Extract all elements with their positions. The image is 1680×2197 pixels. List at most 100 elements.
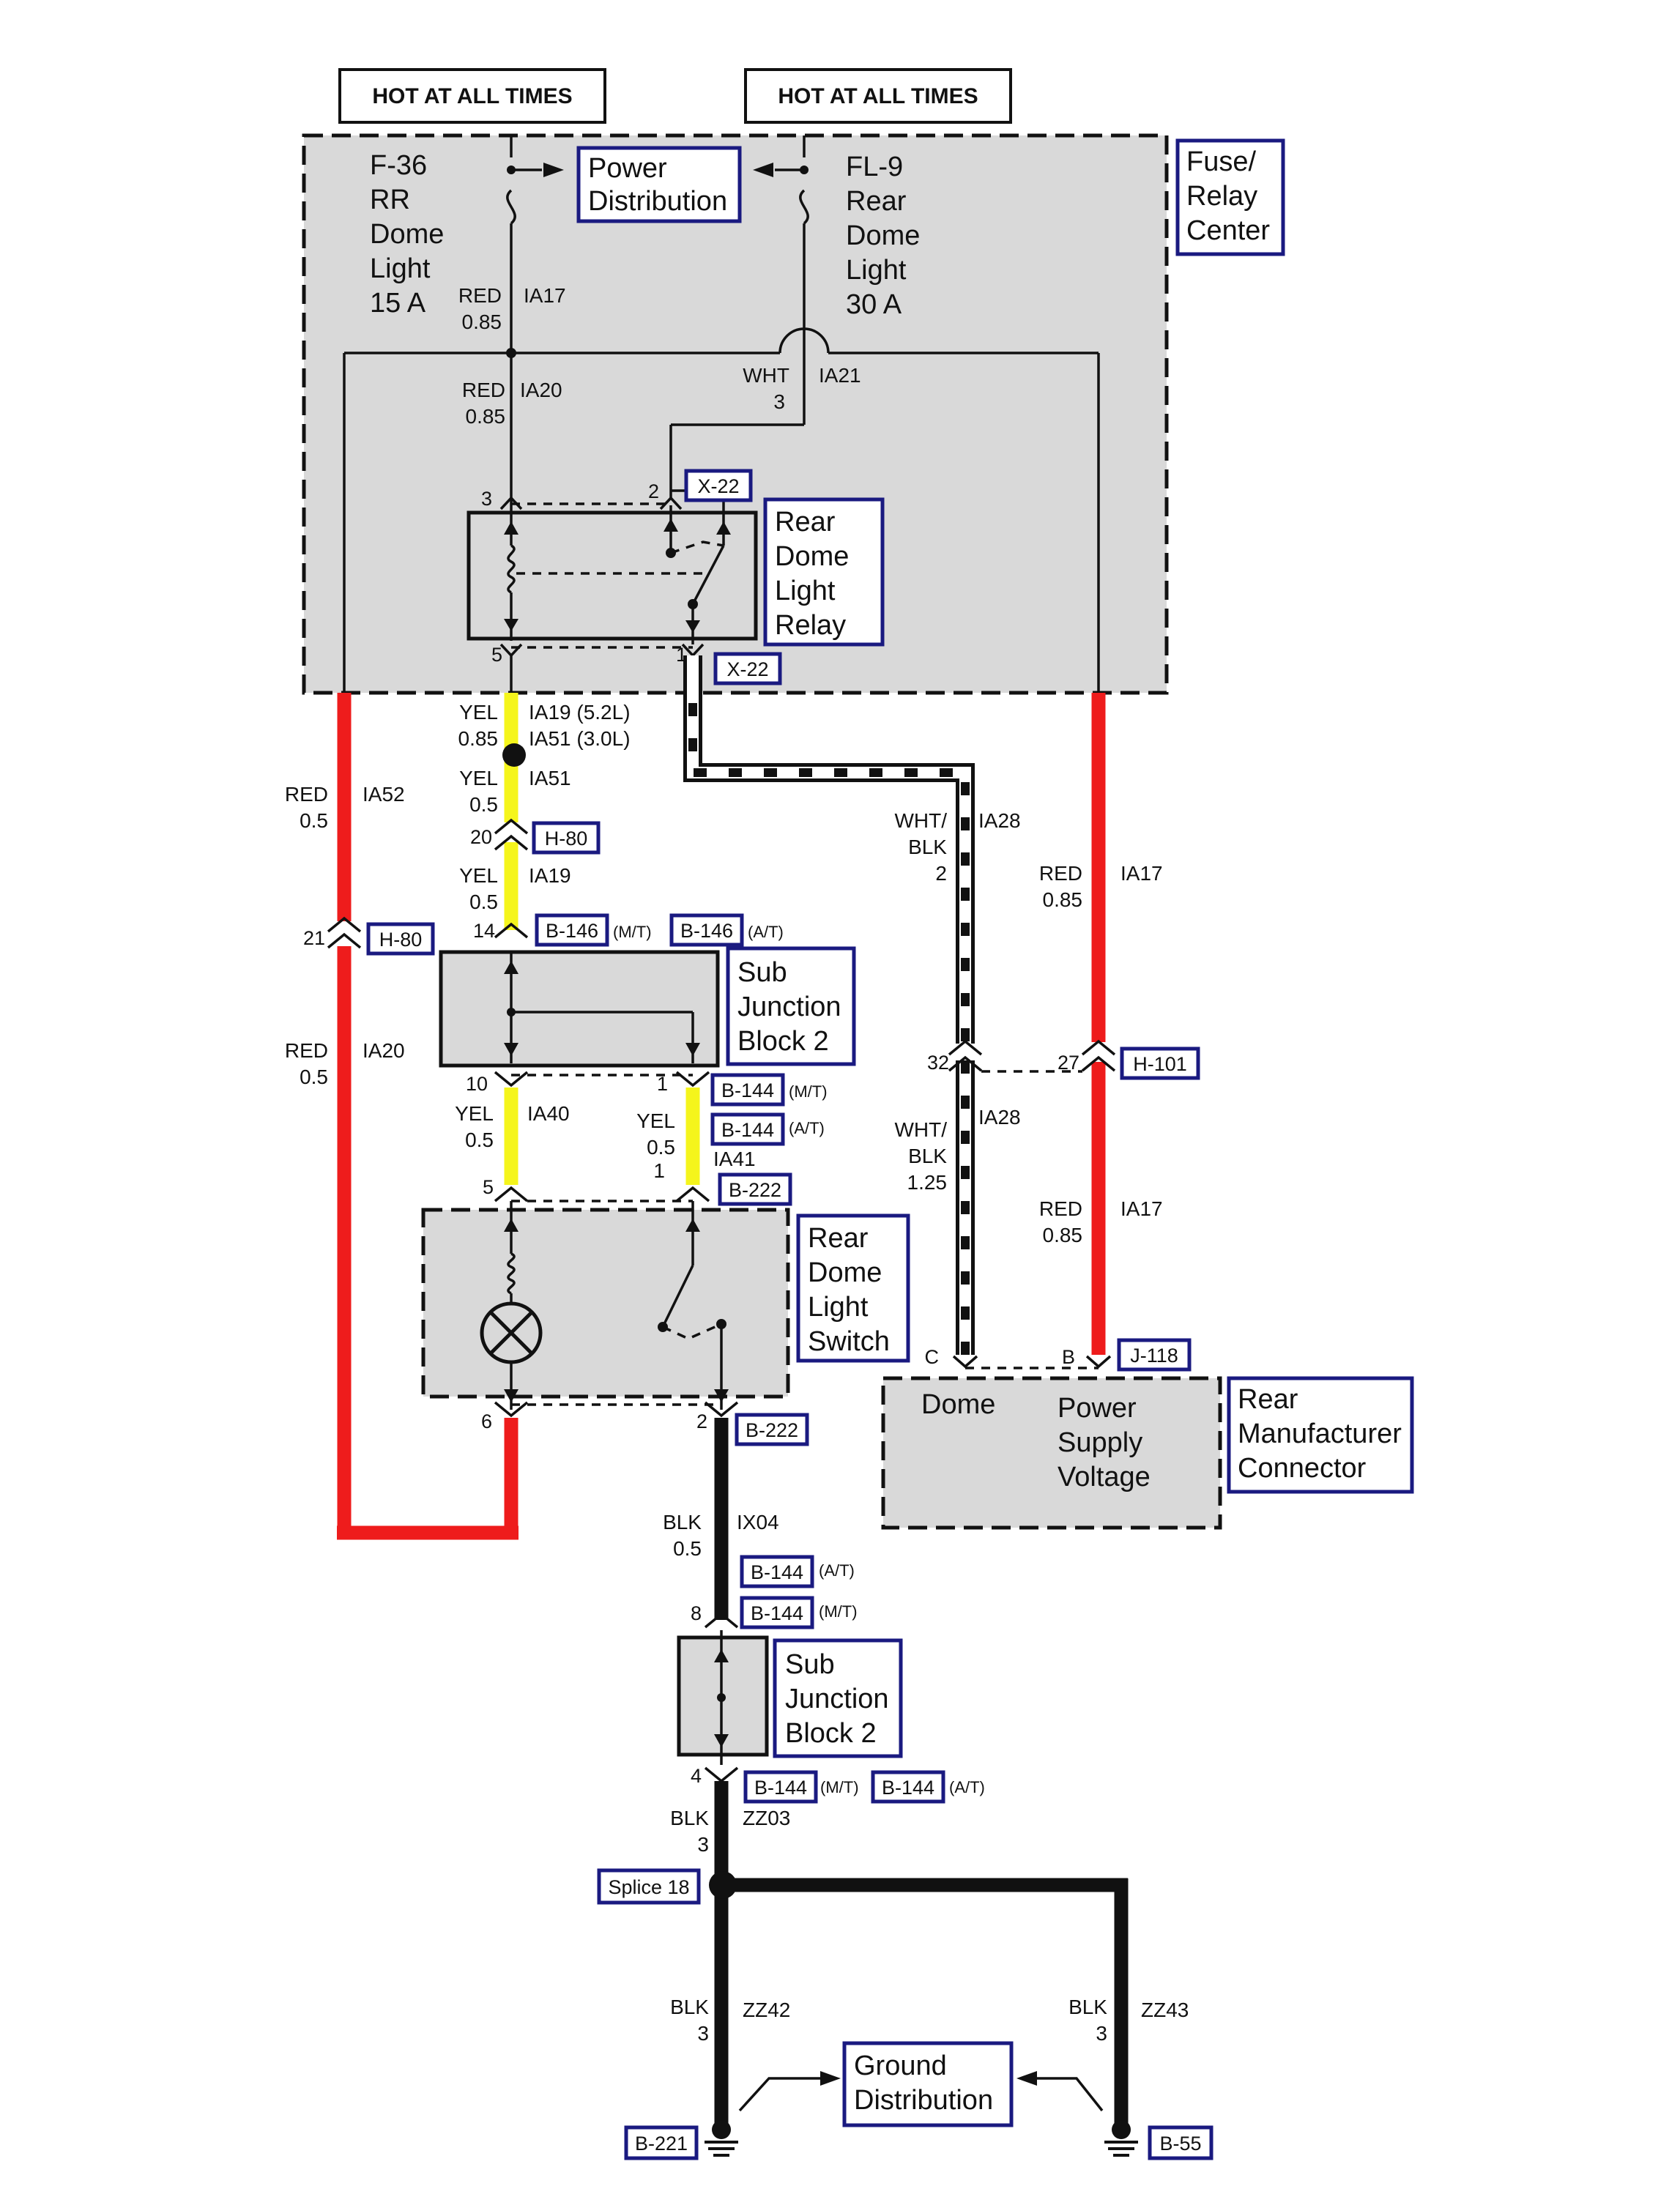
svg-text:IA19 (5.2L): IA19 (5.2L)	[529, 701, 631, 724]
hot-left-box: HOT AT ALL TIMES	[338, 68, 606, 124]
connector-b222-bottom[interactable]: B-222	[735, 1413, 809, 1446]
svg-text:YEL: YEL	[459, 767, 498, 789]
svg-text:Voltage: Voltage	[1058, 1462, 1151, 1492]
splice-18[interactable]: Splice 18	[597, 1868, 701, 1905]
svg-text:0.5: 0.5	[300, 809, 328, 832]
dome-label: Dome	[921, 1389, 995, 1420]
svg-text:RED: RED	[458, 284, 502, 307]
svg-text:B-222: B-222	[746, 1419, 798, 1441]
connector-h101[interactable]: H-101	[1120, 1047, 1200, 1080]
svg-text:H-80: H-80	[379, 929, 423, 951]
wire-label-zz43: BLK 3 ZZ43	[1068, 1996, 1189, 2045]
svg-text:IA20: IA20	[520, 379, 562, 401]
svg-text:3: 3	[773, 390, 785, 413]
svg-text:3: 3	[697, 2022, 709, 2045]
wire-label-ia20-top: RED 0.85 IA20	[462, 379, 562, 428]
svg-text:6: 6	[481, 1410, 492, 1432]
relay-label: Rear Dome Light Relay	[763, 497, 885, 647]
svg-text:8: 8	[691, 1602, 702, 1624]
svg-text:(A/T): (A/T)	[819, 1561, 855, 1580]
svg-text:0.85: 0.85	[1043, 888, 1083, 911]
svg-text:(M/T): (M/T)	[613, 923, 652, 941]
wire-label-ia28-bottom: WHT/ BLK 1.25 IA28	[894, 1106, 1020, 1194]
connector-x22-bottom[interactable]: X-22	[713, 652, 782, 685]
svg-text:2: 2	[696, 1410, 707, 1432]
rear-manufacturer-connector-body: Dome Power Supply Voltage	[881, 1376, 1222, 1530]
wire-label-ia17-right-top: RED 0.85 IA17	[1039, 862, 1163, 911]
svg-text:Junction: Junction	[785, 1684, 889, 1714]
connector-h80-left[interactable]: H-80	[366, 922, 435, 956]
connector-b144-at-3[interactable]: B-144 (A/T)	[871, 1770, 985, 1804]
wire-label-ia19-51: YEL 0.85 IA19 (5.2L) IA51 (3.0L)	[458, 701, 631, 750]
ground-b55[interactable]: B-55	[1148, 2125, 1213, 2160]
power-distribution-box[interactable]: Power Distribution	[576, 146, 742, 223]
connector-b144-at-2[interactable]: B-144 (A/T)	[740, 1555, 855, 1588]
svg-text:B-144: B-144	[751, 1561, 803, 1583]
svg-text:Manufacturer: Manufacturer	[1238, 1419, 1402, 1449]
svg-text:0.5: 0.5	[673, 1537, 702, 1560]
svg-text:1.25: 1.25	[907, 1171, 948, 1194]
svg-text:H-80: H-80	[545, 828, 588, 850]
svg-text:WHT: WHT	[743, 364, 789, 387]
pin-20: 20	[470, 826, 492, 848]
svg-text:B-146: B-146	[546, 920, 598, 942]
svg-text:1: 1	[657, 1073, 668, 1095]
connector-b144-mt-2[interactable]: B-144 (M/T)	[740, 1596, 858, 1629]
connector-x22-top[interactable]: X-22	[684, 469, 753, 502]
connector-b144-at-1[interactable]: B-144 (A/T)	[710, 1112, 825, 1146]
wire-label-ia28-top: WHT/ BLK 2 IA28	[894, 809, 1020, 885]
connector-b146-at[interactable]: B-146 (A/T)	[669, 913, 784, 947]
svg-text:5: 5	[491, 644, 502, 666]
wire-black-ground	[704, 1418, 1138, 2157]
svg-text:RED: RED	[1039, 1197, 1082, 1220]
svg-text:Rear: Rear	[808, 1223, 869, 1254]
wire-label-ia52: RED 0.5 IA52	[285, 783, 405, 832]
connector-b146-mt[interactable]: B-146 (M/T)	[535, 913, 652, 947]
ground-b221[interactable]: B-221	[624, 2125, 699, 2160]
svg-text:3: 3	[1096, 2022, 1107, 2045]
pin-14: 14	[473, 920, 495, 942]
pin-10: 10	[466, 1073, 488, 1095]
svg-text:BLK: BLK	[908, 1145, 947, 1167]
svg-text:IA20: IA20	[363, 1039, 405, 1062]
wire-label-ia41: YEL 0.5 1 IA41	[636, 1109, 756, 1182]
ground-distribution-box[interactable]: Ground Distribution	[842, 2041, 1014, 2127]
svg-text:21: 21	[303, 927, 325, 949]
svg-text:B-144: B-144	[882, 1777, 934, 1799]
svg-text:H-101: H-101	[1133, 1053, 1187, 1075]
svg-text:IA40: IA40	[527, 1102, 570, 1125]
connector-b144-mt-3[interactable]: B-144 (M/T)	[743, 1770, 859, 1804]
svg-text:4: 4	[691, 1765, 702, 1787]
connector-j118[interactable]: J-118	[1117, 1338, 1192, 1372]
svg-text:30 A: 30 A	[846, 289, 902, 320]
svg-text:3: 3	[481, 488, 492, 510]
svg-text:FL-9: FL-9	[846, 152, 903, 182]
svg-text:Dome: Dome	[775, 541, 849, 572]
svg-text:YEL: YEL	[636, 1109, 675, 1132]
wire-wht-blk	[683, 655, 983, 1369]
svg-text:IX04: IX04	[737, 1511, 779, 1534]
connector-b144-mt-1[interactable]: B-144 (M/T)	[710, 1073, 828, 1107]
svg-text:RED: RED	[1039, 862, 1082, 885]
svg-text:20: 20	[470, 826, 492, 848]
wire-label-ix04: BLK 0.5 IX04	[663, 1511, 779, 1560]
connector-h80-top[interactable]: H-80	[532, 821, 601, 855]
svg-text:(A/T): (A/T)	[789, 1119, 825, 1137]
wire-yellow-ia40-ia41	[494, 1071, 710, 1202]
hot-left-label: HOT AT ALL TIMES	[372, 84, 572, 108]
svg-text:C: C	[925, 1346, 940, 1368]
svg-text:IA17: IA17	[524, 284, 566, 307]
svg-text:B-144: B-144	[721, 1119, 774, 1141]
svg-text:Rear: Rear	[1238, 1384, 1298, 1415]
pin-1-sjb: 1	[657, 1073, 668, 1095]
svg-text:B-144: B-144	[721, 1079, 774, 1101]
pin-2-switch: 2	[696, 1410, 707, 1432]
svg-text:2: 2	[648, 480, 659, 502]
connector-b222-top[interactable]: B-222	[718, 1172, 792, 1206]
fuse-relay-center-label: Fuse/ Relay Center	[1175, 138, 1285, 256]
svg-text:BLK: BLK	[1068, 1996, 1107, 2018]
svg-text:Relay: Relay	[1186, 181, 1257, 212]
svg-text:(A/T): (A/T)	[748, 923, 784, 941]
svg-text:1: 1	[653, 1159, 665, 1182]
